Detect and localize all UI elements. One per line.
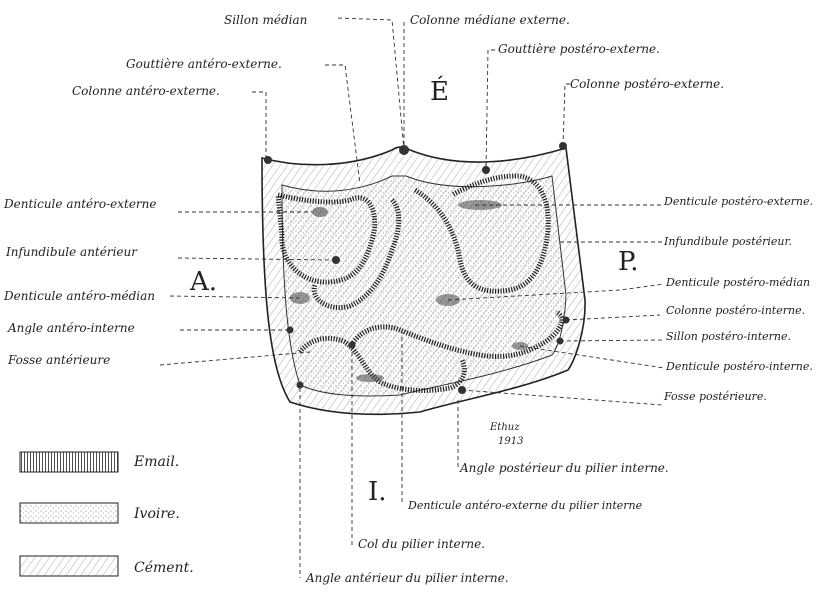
- legend-label-ivoire: Ivoire.: [133, 506, 180, 522]
- letter-right: P.: [618, 247, 639, 277]
- legend: Email. Ivoire. Cément.: [20, 452, 194, 576]
- label-colonne-antero-externe: Colonne antéro-externe.: [72, 84, 220, 98]
- label-colonne-postero-externe: Colonne postéro-externe.: [570, 77, 724, 91]
- label-gouttiere-antero-externe: Gouttière antéro-externe.: [126, 57, 282, 71]
- signature-name: Ethuz: [489, 422, 520, 433]
- legend-label-cement: Cément.: [134, 560, 194, 576]
- label-denticule-postero-interne: Denticule postéro-interne.: [665, 360, 813, 373]
- label-colonne-mediane-externe: Colonne médiane externe.: [410, 13, 570, 27]
- label-angle-posterieur-pilier: Angle postérieur du pilier interne.: [459, 461, 669, 475]
- legend-item-email: Email.: [20, 452, 179, 472]
- label-infundibule-posterieur: Infundibule postérieur.: [663, 235, 792, 248]
- label-denticule-postero-externe: Denticule postéro-externe.: [663, 195, 813, 208]
- label-col-pilier: Col du pilier interne.: [358, 537, 485, 551]
- label-denticule-postero-median: Denticule postéro-médian: [665, 276, 810, 289]
- signature: Ethuz 1913: [489, 422, 523, 447]
- label-colonne-postero-interne: Colonne postéro-interne.: [666, 304, 805, 317]
- label-denticule-antero-externe-pilier: Denticule antéro-externe du pilier inter…: [407, 499, 643, 512]
- tooth-crown: [262, 142, 585, 414]
- legend-swatch-email: [20, 452, 118, 472]
- label-sillon-median: Sillon médian: [224, 13, 307, 27]
- letter-bottom: I.: [368, 477, 387, 507]
- label-fosse-anterieure: Fosse antérieure: [7, 353, 110, 367]
- legend-swatch-ivoire: [20, 503, 118, 523]
- label-sillon-postero-interne: Sillon postéro-interne.: [666, 330, 791, 343]
- label-angle-anterieur-pilier: Angle antérieur du pilier interne.: [305, 571, 509, 585]
- label-angle-antero-interne: Angle antéro-interne: [7, 321, 135, 335]
- letter-left: A.: [189, 267, 217, 297]
- legend-item-cement: Cément.: [20, 556, 194, 576]
- letter-top: É: [430, 75, 449, 107]
- legend-swatch-cement: [20, 556, 118, 576]
- label-fosse-posterieure: Fosse postérieure.: [663, 390, 767, 403]
- legend-item-ivoire: Ivoire.: [20, 503, 180, 523]
- legend-label-email: Email.: [133, 454, 179, 470]
- label-denticule-antero-externe: Denticule antéro-externe: [3, 197, 157, 211]
- label-denticule-antero-median: Denticule antéro-médian: [3, 289, 155, 303]
- signature-year: 1913: [498, 436, 523, 447]
- label-infundibule-anterieur: Infundibule antérieur: [5, 245, 138, 259]
- label-gouttiere-postero-externe: Gouttière postéro-externe.: [498, 42, 660, 56]
